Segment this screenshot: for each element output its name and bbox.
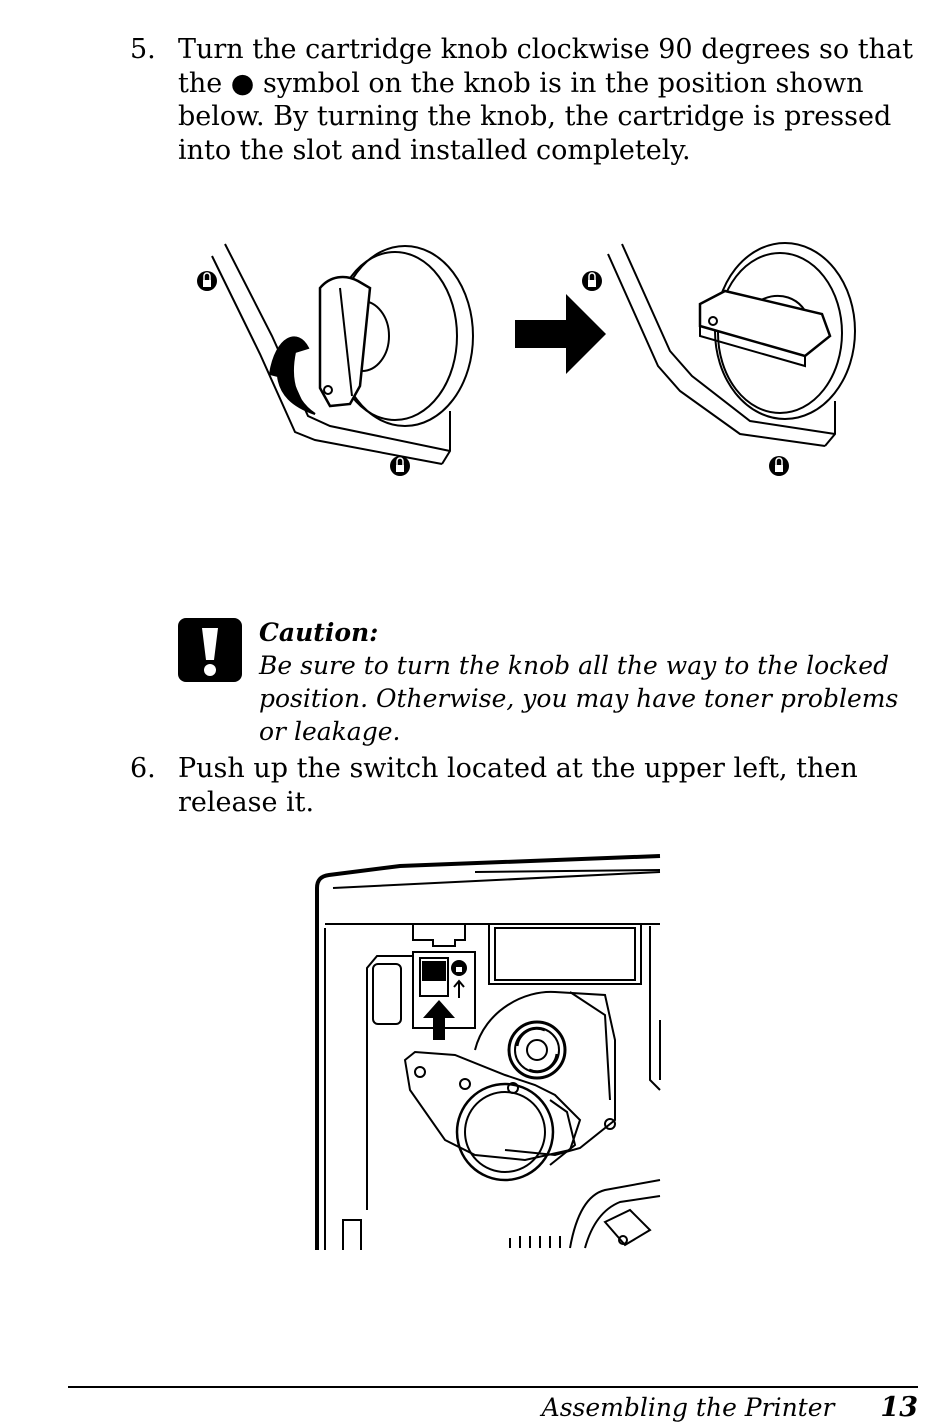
- exclamation-icon: [178, 618, 242, 682]
- page-footer: Assembling the Printer 13: [542, 1392, 918, 1423]
- printer-switch-illustration: [315, 854, 661, 1250]
- caution-title: Caution:: [259, 618, 379, 647]
- knob-rotation-illustration: [197, 242, 856, 476]
- step-6: 6. Push up the switch located at the upp…: [130, 752, 914, 819]
- lock-icon: [390, 456, 410, 476]
- right-arrow-icon: [515, 294, 606, 374]
- page-number: 13: [880, 1392, 918, 1423]
- knob-unlocked-figure: [211, 243, 474, 465]
- footer-chapter: Assembling the Printer: [541, 1393, 835, 1422]
- footer-rule: [68, 1386, 918, 1388]
- step-text: Push up the switch located at the upper …: [178, 753, 858, 818]
- step-text: Turn the cartridge knob clockwise 90 deg…: [178, 34, 913, 166]
- lock-icon: [197, 271, 217, 291]
- step-5: 5. Turn the cartridge knob clockwise 90 …: [130, 33, 914, 167]
- caution-text: Be sure to turn the knob all the way to …: [259, 651, 899, 746]
- lock-icon: [451, 960, 467, 976]
- step-number: 6.: [130, 753, 156, 784]
- knob-locked-figure: [607, 242, 856, 447]
- lock-icon: [769, 456, 789, 476]
- lock-icon: [582, 271, 602, 291]
- caution-note: Caution: Be sure to turn the knob all th…: [178, 616, 918, 748]
- step-number: 5.: [130, 34, 156, 65]
